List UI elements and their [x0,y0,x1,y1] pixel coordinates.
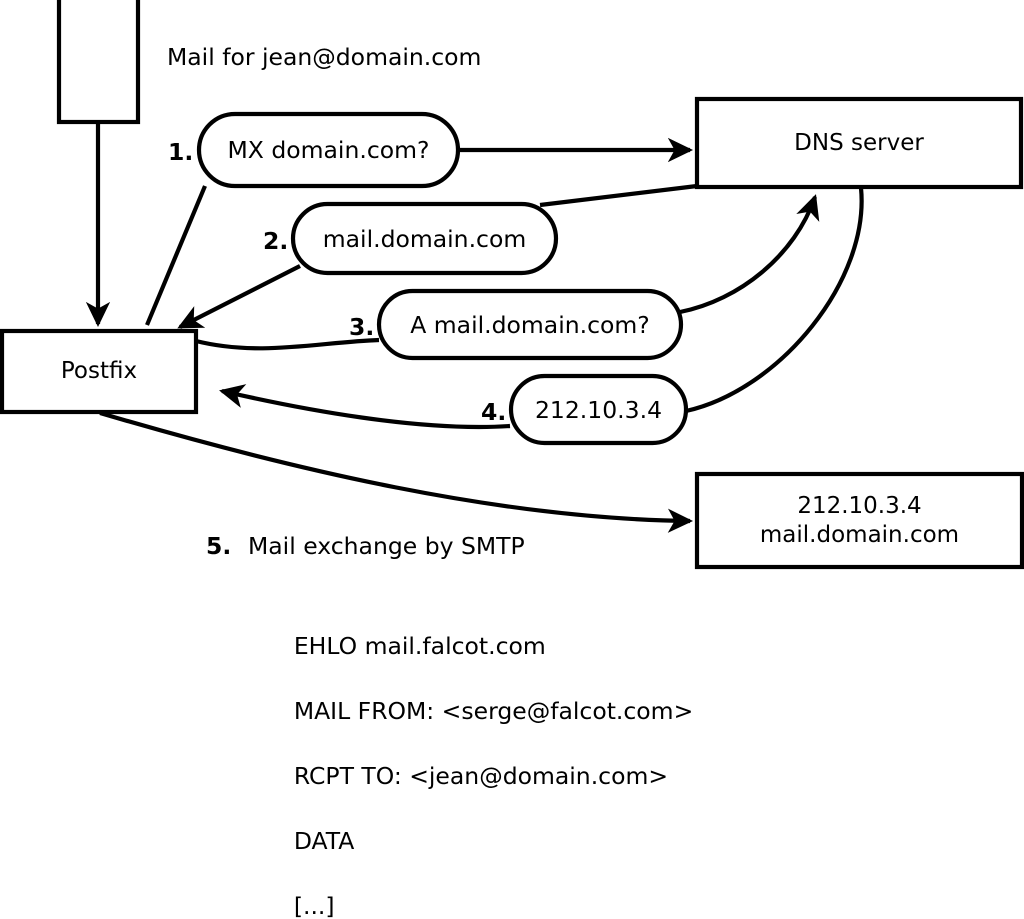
smtp-transcript: EHLO mail.falcot.com MAIL FROM: <serge@f… [249,598,693,919]
step-5-message: Mail exchange by SMTP [248,532,525,560]
pill-3-shape [376,288,684,361]
step-5-number: 5. [206,532,232,560]
target-server-ip-text: 212.10.3.4 [797,493,922,520]
step-3-number: 3. [349,313,375,341]
sender-box-shape [56,0,141,125]
step-4-message: 212.10.3.4 [511,376,686,443]
dns-server-box-shape [694,96,1024,190]
target-server-hostname-text: mail.domain.com [759,521,960,548]
dns-server-node-label: DNS server [697,99,1021,187]
edge-step4-pill-to-postfix [219,384,511,430]
step-3-message: A mail.domain.com? [379,291,681,358]
edge-step3-postfix-to-pill [195,337,380,351]
edge-step4-dns-to-pill [685,187,864,414]
step-2-number: 2. [263,227,289,255]
edge-step2-dns-to-pill [539,183,698,208]
postfix-node-label: Postfix [2,331,196,412]
step-1-message: MX domain.com? [199,114,458,186]
postfix-label-text: Postfix [60,358,138,385]
mail-for-caption: Mail for jean@domain.com [167,43,482,71]
transcript-line-rcpt-to: RCPT TO: <jean@domain.com> [293,762,669,791]
pill-2-shape [290,201,559,276]
target-server-box-shape [694,471,1024,570]
dns-server-label-text: DNS server [794,129,924,156]
transcript-line-ellipsis-1: [...] [293,891,335,919]
pill-1-shape [196,111,461,189]
transcript-line-data: DATA [293,826,355,855]
step-3-message-text: A mail.domain.com? [410,310,650,339]
postfix-box-shape [0,328,199,415]
step-4-number: 4. [481,398,507,426]
edge-step3-pill-to-dns [679,194,820,315]
transcript-line-mail-from: MAIL FROM: <serge@falcot.com> [293,697,694,726]
step-2-message: mail.domain.com [293,204,556,273]
edge-step5-postfix-to-target [99,410,694,533]
target-server-node-label: 212.10.3.4 mail.domain.com [697,474,1022,567]
transcript-line-ehlo: EHLO mail.falcot.com [293,632,546,661]
step-1-number: 1. [168,138,194,166]
edge-step2-pill-to-postfix [177,264,301,329]
pill-4-shape [508,373,689,446]
edge-step1-postfix-to-pill [145,185,207,326]
step-2-message-text: mail.domain.com [322,224,527,253]
step-1-message-text: MX domain.com? [227,136,430,164]
step-4-message-text: 212.10.3.4 [534,395,663,424]
